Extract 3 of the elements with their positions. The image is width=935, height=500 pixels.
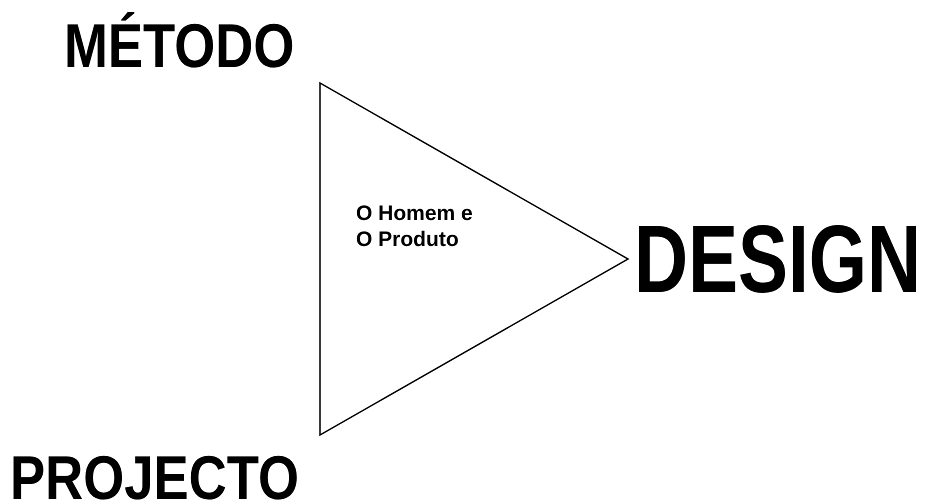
vertex-label: PROJECTO [10,448,299,500]
node-text: O Homem e O Produto [356,201,474,254]
vertex-label: DESIGN [634,212,922,308]
